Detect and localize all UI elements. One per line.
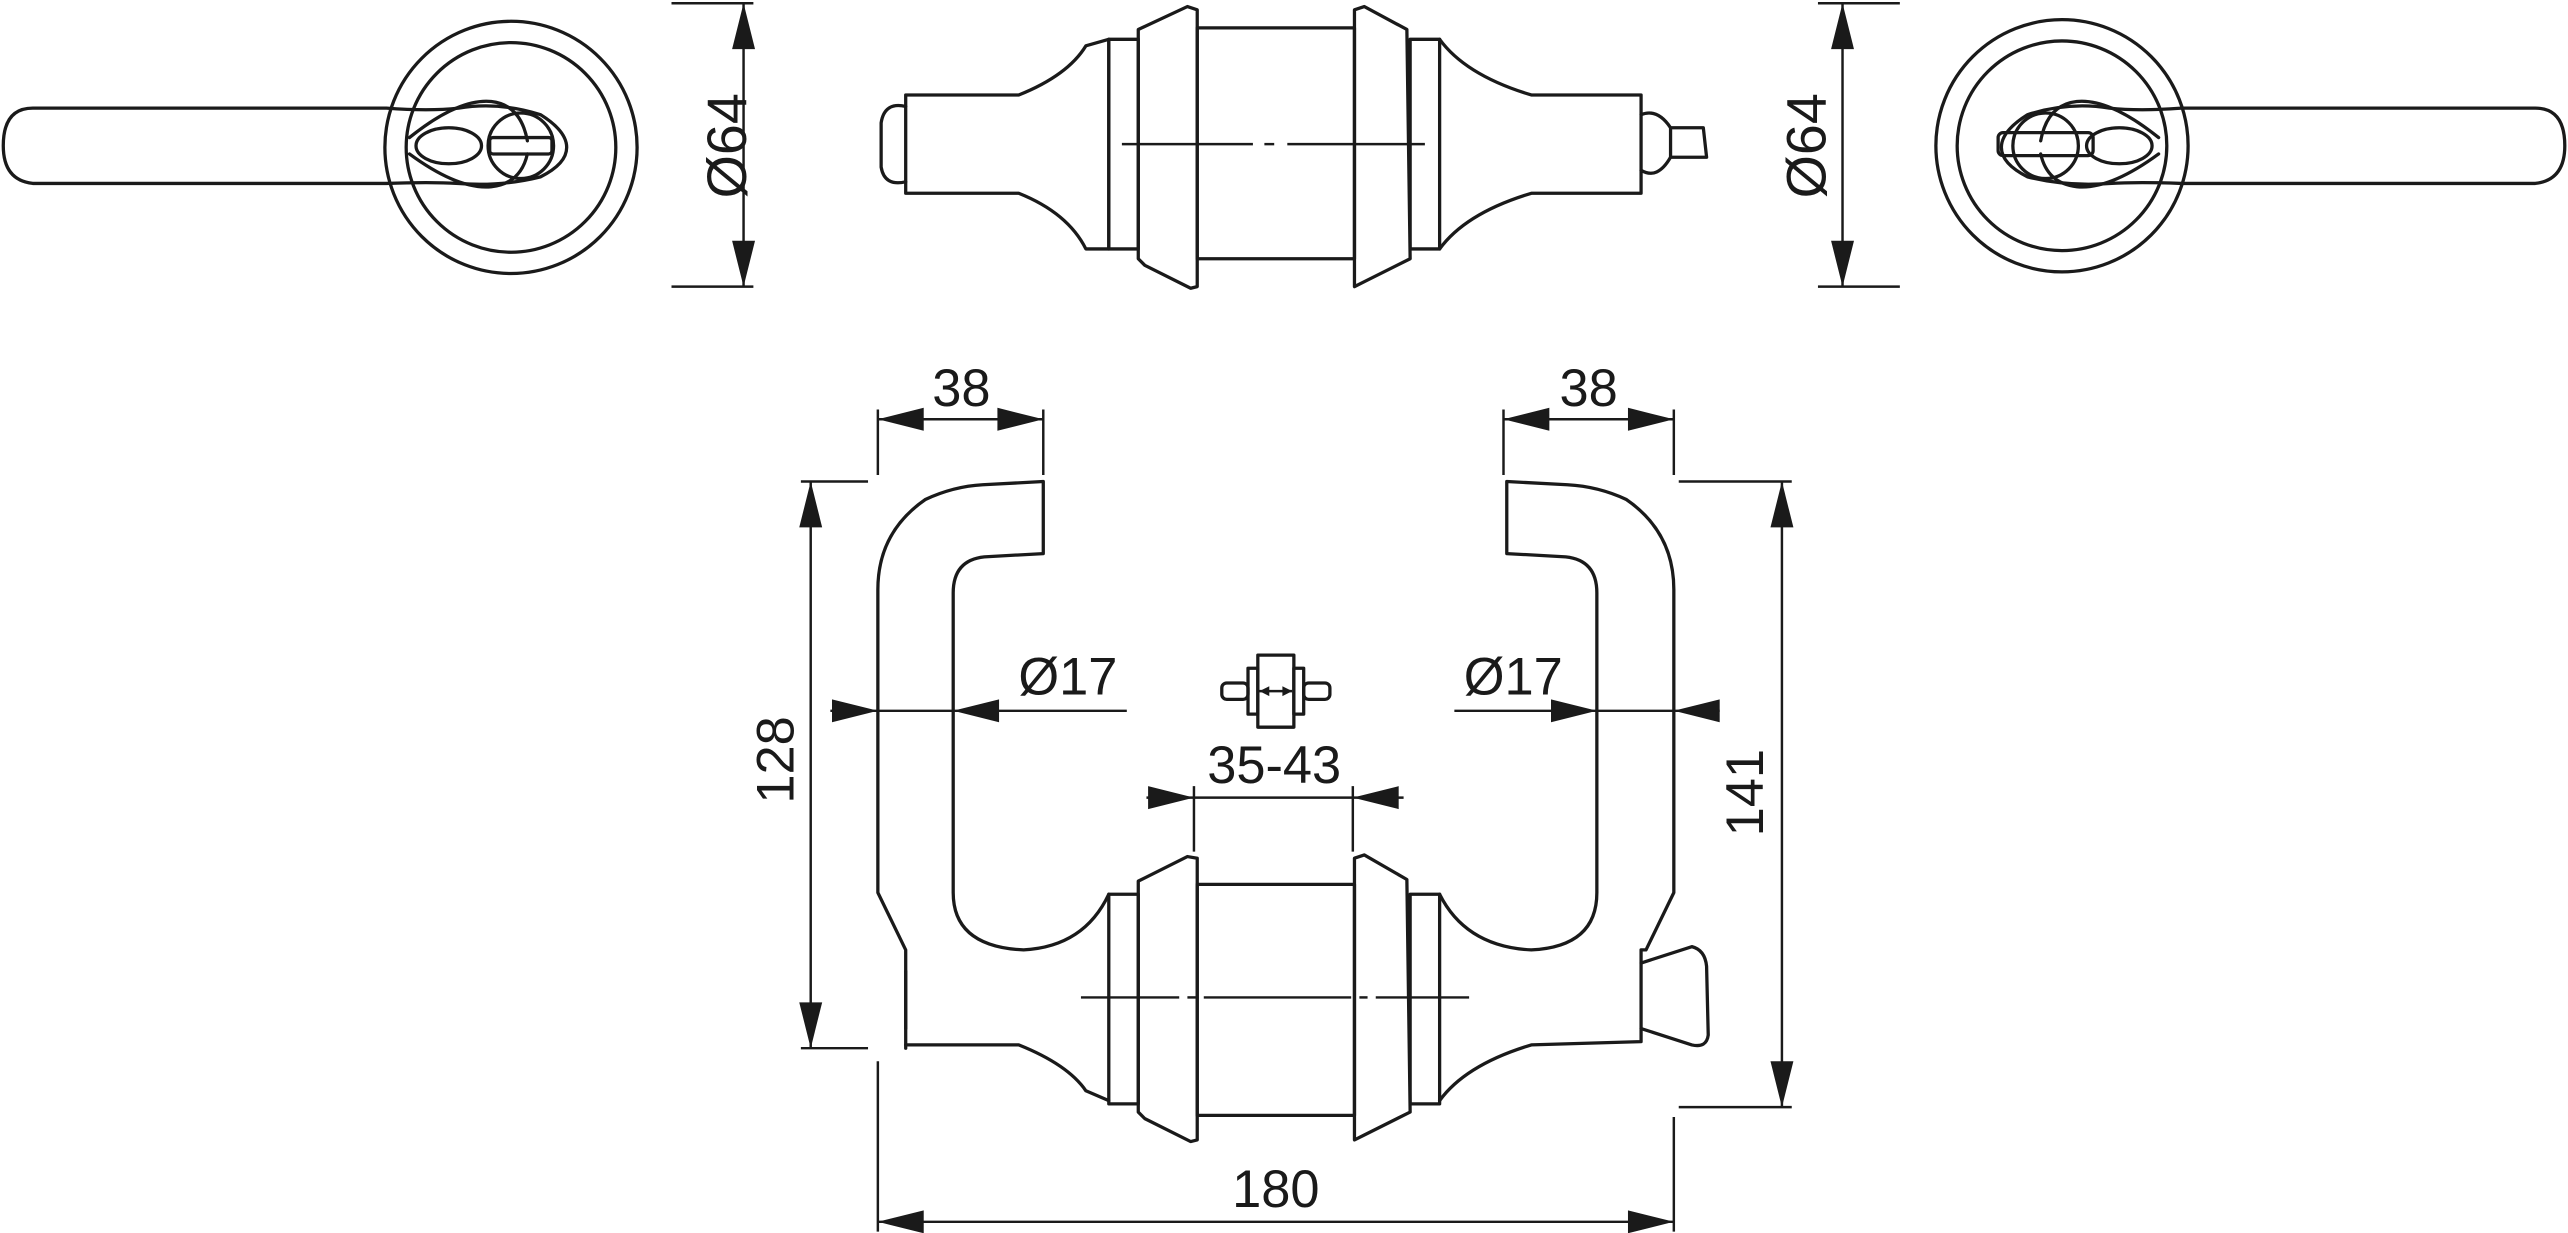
right-rose [1352,853,1412,1142]
left-rose-diameter-label: Ø64 [696,93,758,198]
lever-neck [407,99,530,143]
front-view-left: Ø64 [1,2,758,288]
thumbturn [1639,945,1710,1048]
inner-rose [404,40,618,254]
left-rose-side [1136,4,1199,290]
thumbturn-slot [488,135,554,156]
door-body [1195,882,1357,1117]
inner-rose [1955,39,2169,253]
outer-rose [1934,18,2190,274]
front-view-right: Ø64 [1775,2,2567,288]
side-view-top [879,4,1709,290]
left-projection-label: 38 [932,360,990,418]
left-rose [1136,854,1199,1144]
plan-view: 38 38 Ø17 Ø17 35-43 128 [747,360,1794,1233]
lever-handle [1,104,569,186]
right-rose-diameter-label: Ø64 [1775,93,1837,198]
thumbturn-knob [1996,131,2095,158]
left-lever-stub [904,37,1111,251]
right-height-label: 141 [1717,749,1775,836]
thumbturn-base [2011,111,2081,181]
right-handle-outline [1437,479,1676,1103]
right-rose-side [1352,4,1412,289]
right-projection-label: 38 [1560,360,1618,418]
door-thickness-label: 35-43 [1207,737,1341,795]
right-diameter-label: Ø17 [1464,648,1563,706]
overall-width-label: 180 [1232,1161,1319,1219]
outer-rose [383,19,639,276]
left-diameter-label: Ø17 [1018,648,1117,706]
door-thickness-symbol [1220,653,1332,729]
left-handle-outline [876,479,1111,1050]
left-height-label: 128 [747,716,805,803]
lever-handle [1999,104,2567,186]
right-lever-stub [1437,37,1643,251]
